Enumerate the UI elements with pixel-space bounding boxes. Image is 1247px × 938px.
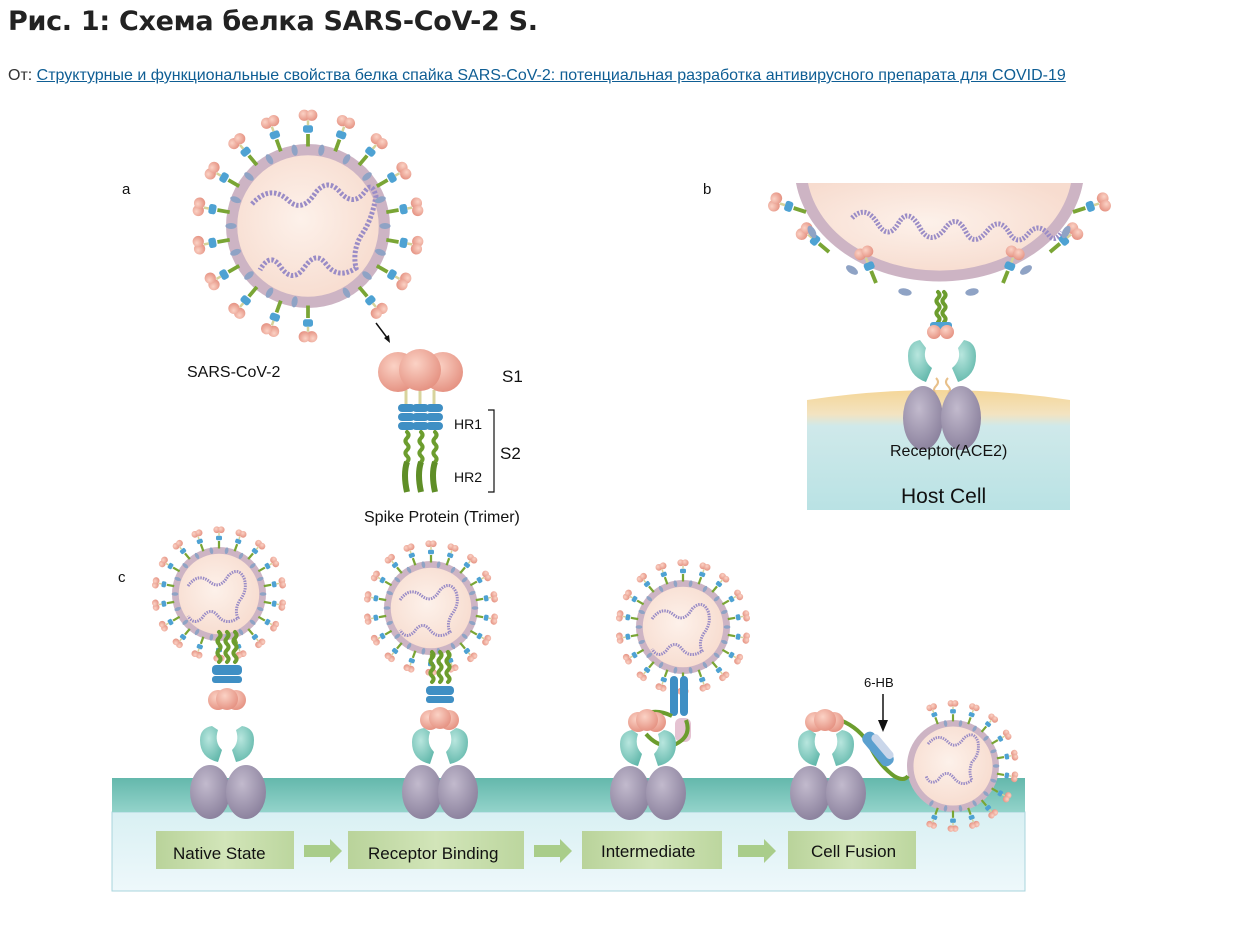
stage-label-intermediate: Intermediate bbox=[601, 842, 696, 861]
hr1-domains bbox=[398, 404, 443, 430]
virus-label: SARS-CoV-2 bbox=[187, 364, 280, 381]
source-article-link[interactable]: Структурные и функциональные свойства бе… bbox=[36, 67, 1066, 84]
panel-c: c bbox=[111, 525, 1026, 892]
envelope-spike bbox=[424, 539, 438, 564]
stage-arrow-2 bbox=[534, 839, 572, 863]
panel-a-label: a bbox=[122, 181, 131, 198]
source-line: От: Структурные и функциональные свойств… bbox=[8, 67, 1066, 85]
stage-box-cell-fusion bbox=[788, 831, 916, 869]
envelope-spike bbox=[261, 595, 288, 613]
stage-2-spike bbox=[420, 650, 459, 730]
stage-label-native-state: Native State bbox=[173, 844, 266, 863]
stage-arrow-3 bbox=[738, 839, 776, 863]
stage-3-receptor bbox=[610, 730, 686, 820]
envelope-spike bbox=[189, 194, 234, 224]
stage-2-receptor bbox=[402, 728, 478, 819]
envelope-spike bbox=[212, 525, 226, 550]
s2-label: S2 bbox=[500, 444, 521, 463]
envelope-spike bbox=[150, 575, 177, 593]
envelope-bump bbox=[635, 625, 643, 629]
envelope-bump bbox=[379, 223, 391, 229]
envelope-bump bbox=[471, 606, 479, 610]
stage-1-receptor bbox=[190, 726, 266, 819]
spike-linkers bbox=[404, 390, 436, 404]
s2-bracket bbox=[488, 409, 495, 493]
stage-box-native-state bbox=[156, 831, 294, 869]
viral-rna bbox=[398, 584, 459, 637]
stage-box-receptor-binding bbox=[348, 831, 524, 869]
s1-heads bbox=[378, 349, 463, 392]
panel-b: b bbox=[703, 181, 1115, 510]
six-hb-arrow bbox=[878, 694, 888, 732]
virus-particle-a bbox=[189, 107, 427, 345]
ace2-receptor-b bbox=[903, 340, 981, 450]
virus-particle-b bbox=[764, 183, 1115, 339]
receptor-label: Receptor(ACE2) bbox=[890, 443, 1007, 460]
spike-trimer bbox=[378, 349, 495, 493]
stage-1-virus bbox=[150, 525, 288, 663]
envelope-bump bbox=[171, 592, 179, 596]
envelope-spike bbox=[261, 575, 288, 593]
envelope-bump bbox=[259, 592, 267, 596]
envelope-spike bbox=[946, 699, 960, 723]
envelope-spike bbox=[614, 628, 641, 646]
envelope-spike bbox=[296, 107, 320, 149]
s2-stalks bbox=[402, 430, 439, 493]
envelope-spike bbox=[725, 628, 752, 646]
viral-rna bbox=[650, 603, 711, 656]
stage-boxes bbox=[156, 831, 916, 869]
page-title: Рис. 1: Схема белка SARS-CoV-2 S. bbox=[8, 6, 538, 37]
hr1-label: HR1 bbox=[454, 416, 482, 432]
panel-a: a SARS-CoV-2 bbox=[122, 107, 523, 526]
envelope-spike bbox=[473, 589, 500, 607]
envelope-bump bbox=[383, 606, 391, 610]
viral-rna bbox=[186, 570, 247, 623]
stage-box-intermediate bbox=[582, 831, 722, 869]
envelope-spike bbox=[362, 589, 389, 607]
stage-arrow-1 bbox=[304, 839, 342, 863]
envelope-spike bbox=[296, 303, 320, 345]
stage-4-receptor bbox=[790, 730, 866, 820]
envelope-bump bbox=[225, 223, 237, 229]
stage-label-receptor-binding: Receptor Binding bbox=[368, 844, 498, 863]
panel-c-label: c bbox=[118, 569, 126, 586]
envelope-spike bbox=[994, 748, 1020, 765]
host-cell-label: Host Cell bbox=[901, 485, 986, 508]
envelope-spike bbox=[150, 595, 177, 613]
envelope-spike bbox=[676, 558, 690, 583]
stage-4-spike bbox=[805, 709, 910, 781]
viral-rna bbox=[250, 182, 379, 278]
viral-rna-b bbox=[850, 209, 1065, 243]
envelope-spike bbox=[382, 228, 427, 258]
envelope-bump bbox=[723, 625, 731, 629]
viral-rna bbox=[924, 733, 980, 785]
envelope-spike bbox=[725, 608, 752, 626]
envelope-spike bbox=[189, 228, 234, 258]
fused-virus bbox=[907, 699, 1020, 833]
stage-3-spike bbox=[628, 676, 691, 748]
envelope-bump bbox=[992, 764, 1000, 768]
bound-spike-b bbox=[927, 290, 954, 339]
stage-1-spike bbox=[208, 630, 246, 710]
zoom-arrow bbox=[375, 322, 389, 340]
source-prefix: От: bbox=[8, 67, 33, 84]
envelope-spike bbox=[614, 608, 641, 626]
stage-2-virus bbox=[362, 539, 500, 677]
envelope-spike bbox=[382, 194, 427, 224]
host-cell bbox=[807, 390, 1070, 510]
hr2-label: HR2 bbox=[454, 469, 482, 485]
envelope-spike bbox=[473, 609, 500, 627]
stage-arrows bbox=[304, 839, 776, 863]
s1-label: S1 bbox=[502, 367, 523, 386]
panel-b-label: b bbox=[703, 181, 711, 198]
stage-3-virus bbox=[614, 558, 752, 696]
spike-protein-label: Spike Protein (Trimer) bbox=[364, 509, 520, 526]
envelope-spike bbox=[362, 609, 389, 627]
six-hb-label: 6-HB bbox=[864, 675, 894, 690]
stage-label-cell-fusion: Cell Fusion bbox=[811, 842, 896, 861]
